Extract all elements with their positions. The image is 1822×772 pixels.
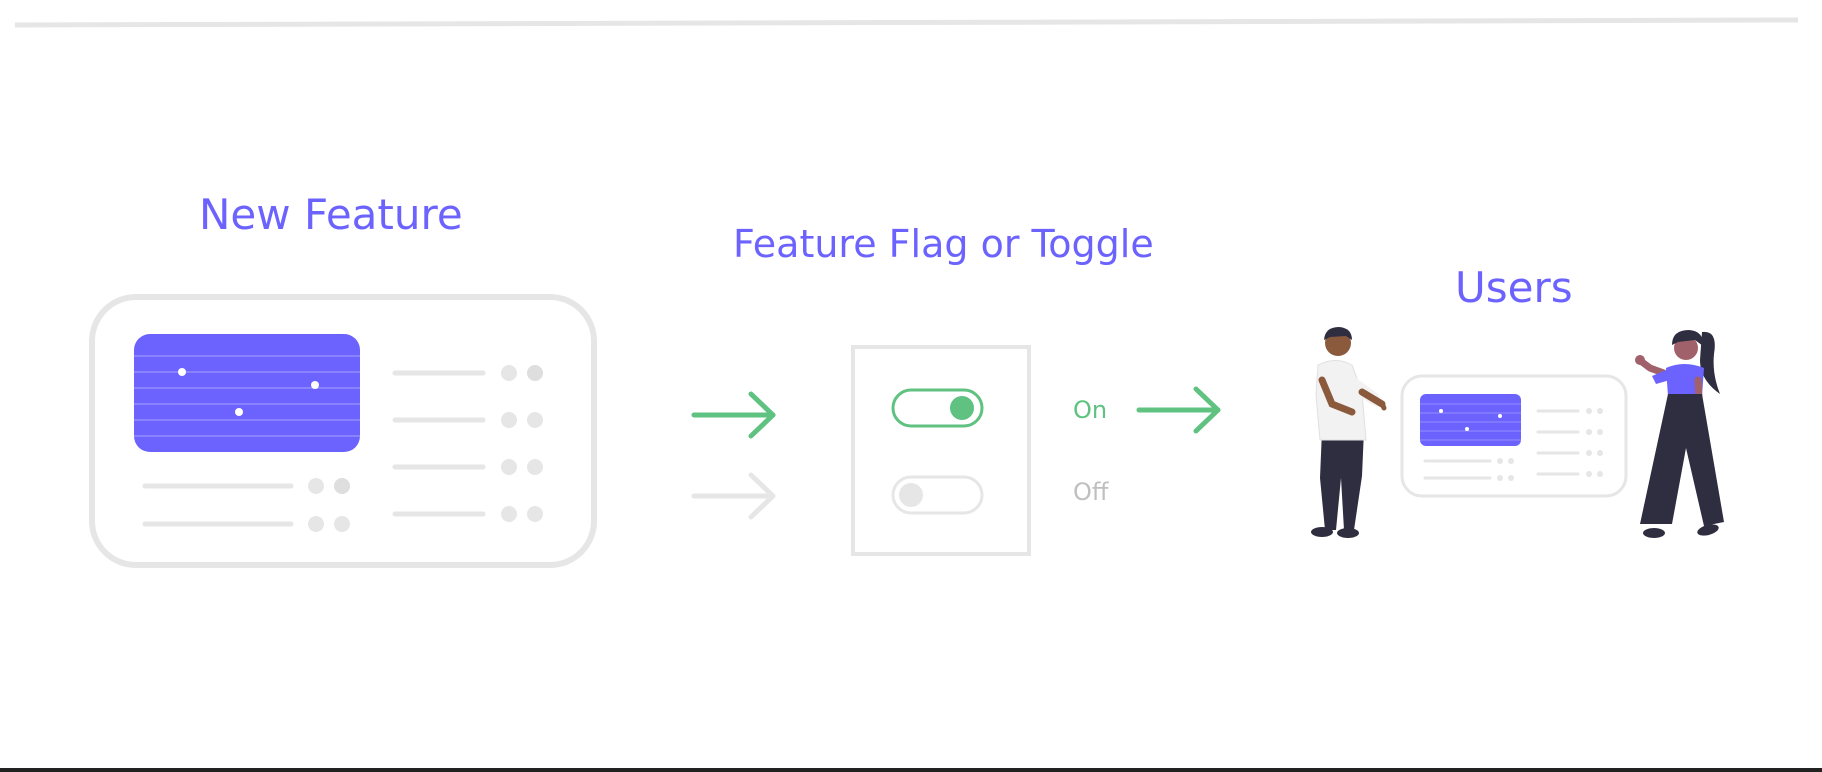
feature-list-dots: [308, 365, 543, 532]
bottom-border: [0, 768, 1822, 772]
toggle-box: [851, 345, 1031, 556]
toggle-off-label: Off: [1073, 478, 1109, 506]
users-label: Users: [1455, 263, 1573, 312]
top-divider: [14, 17, 1799, 28]
arrow-right-icon: [691, 391, 776, 439]
new-feature-label: New Feature: [199, 190, 463, 239]
toggle-switch-off[interactable]: [891, 475, 984, 515]
feature-flag-label: Feature Flag or Toggle: [733, 222, 1154, 266]
new-feature-card: [89, 294, 597, 568]
man-figure: [1311, 327, 1387, 538]
users-screen: [1400, 374, 1628, 498]
toggle-switch-on[interactable]: [891, 388, 984, 428]
arrow-right-icon: [1136, 386, 1221, 434]
feature-chart-panel: [134, 334, 360, 452]
woman-figure: [1635, 330, 1724, 538]
feature-list-lines: [142, 370, 486, 527]
arrow-right-icon: [691, 472, 776, 520]
toggle-on-label: On: [1073, 396, 1108, 424]
